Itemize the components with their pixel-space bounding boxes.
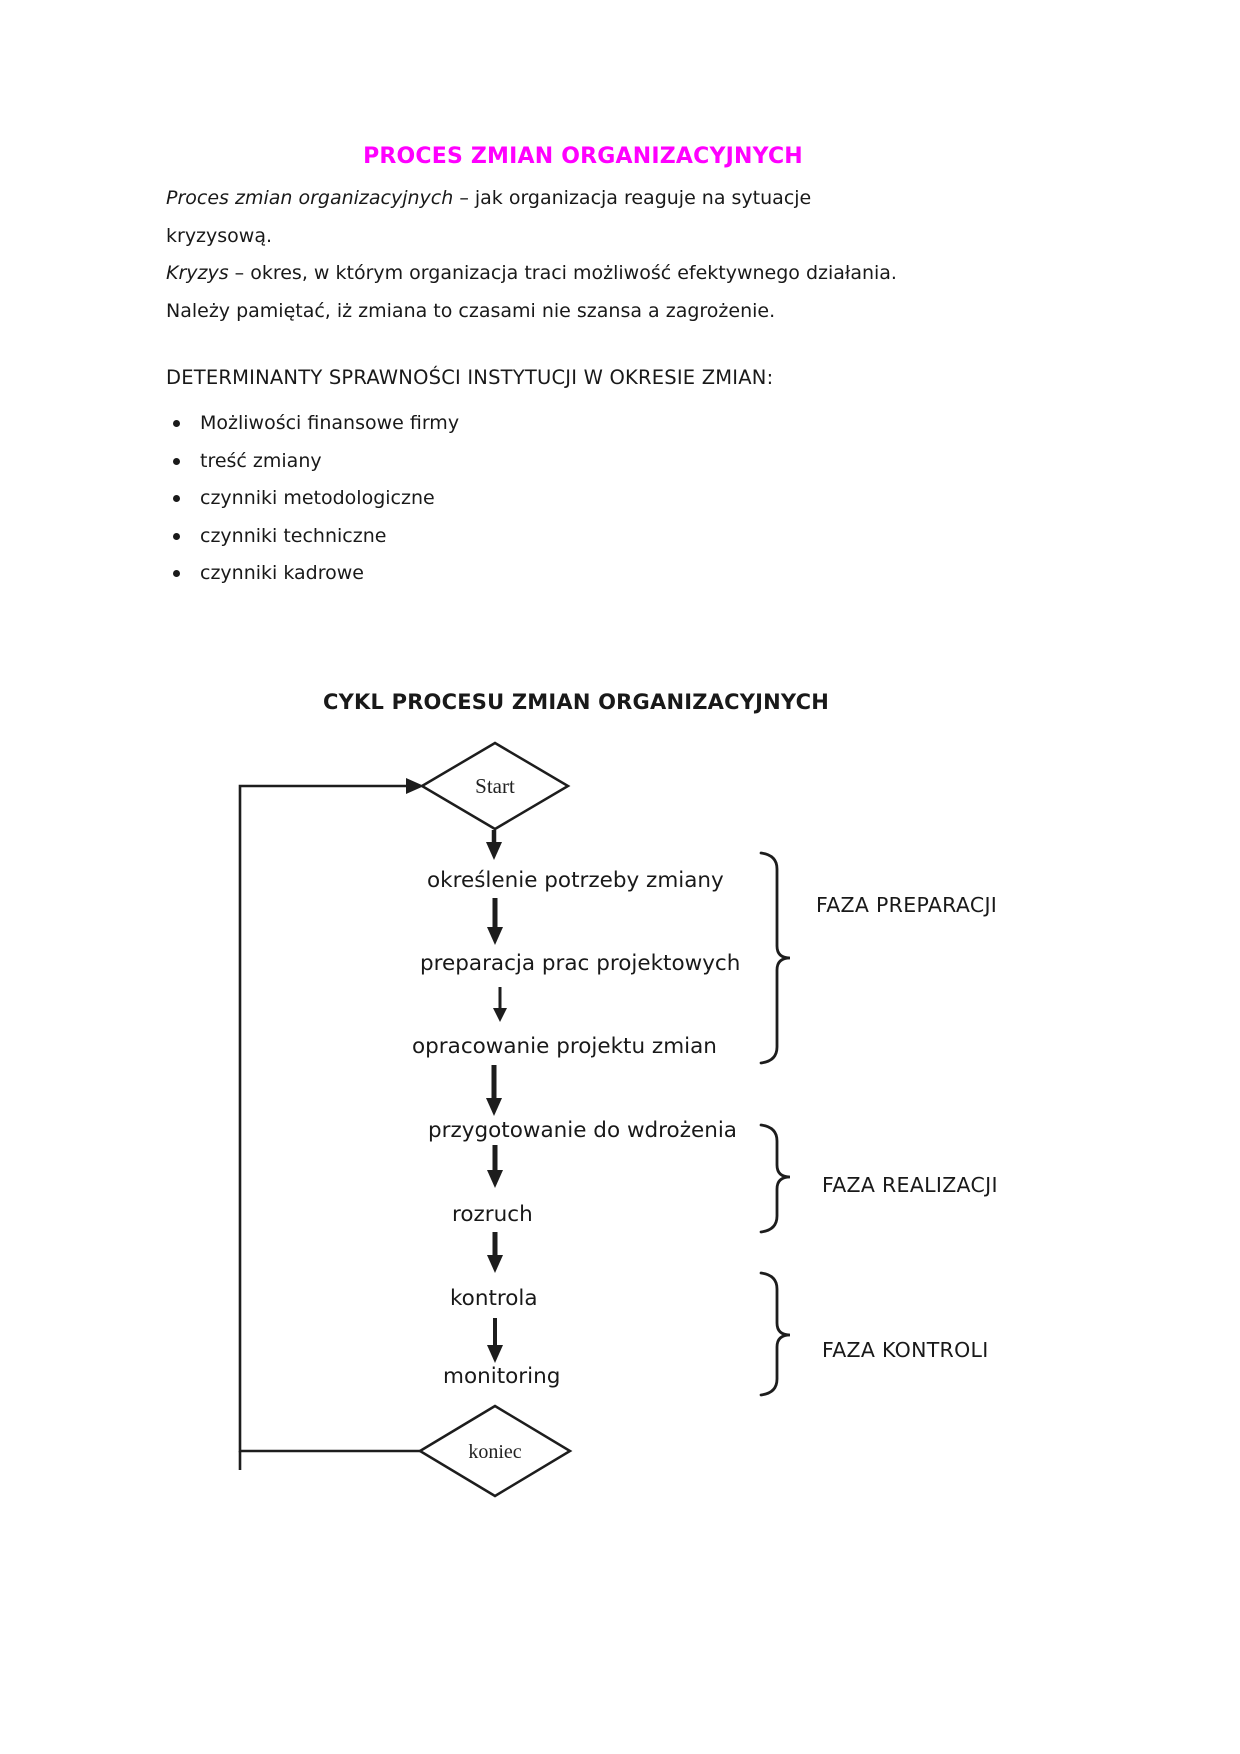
end-label: koniec [468,1441,521,1463]
intro-paragraphs: Proces zmian organizacyjnych – jak organ… [166,180,1096,330]
loop-line [238,784,420,1453]
flow-arrowhead-icon [493,1008,507,1022]
loop-arrowhead-icon [406,778,424,794]
intro-line-1: Proces zmian organizacyjnych – jak organ… [166,187,811,209]
start-label: Start [475,774,515,798]
flow-step-label: rozruch [452,1202,533,1227]
intro-term-proces: Proces zmian organizacyjnych [166,187,454,209]
list-item-label: czynniki kadrowe [200,562,364,585]
bullet-dot-icon [173,570,180,578]
flow-step-label: monitoring [443,1364,560,1389]
flow-arrows [486,830,507,1363]
phase-label: FAZA KONTROLI [822,1338,989,1362]
flow-step-label: przygotowanie do wdrożenia [428,1118,737,1143]
flow-arrowhead-icon [487,1170,503,1188]
flowchart: Start określenie potrzeby zmiany prepara… [238,741,998,1498]
list-item-label: czynniki metodologiczne [200,487,435,510]
flow-step-label: kontrola [450,1286,538,1311]
flow-step-label: opracowanie projektu zmian [412,1034,717,1059]
determinants-list: Możliwości finansowe firmy treść zmiany … [166,405,966,593]
flow-arrowhead-icon [486,842,502,860]
page-title: PROCES ZMIAN ORGANIZACYJNYCH [363,144,803,169]
list-item: czynniki techniczne [166,518,966,556]
phase-brace-3 [759,1271,791,1397]
bullet-dot-icon [173,495,180,503]
list-item: czynniki kadrowe [166,555,966,593]
flow-arrowhead-icon [487,1255,503,1273]
list-item-label: Możliwości finansowe firmy [200,412,460,434]
diagram-heading: CYKL PROCESU ZMIAN ORGANIZACYJNYCH [323,690,829,714]
intro-line-4: Należy pamiętać, iż zmiana to czasami ni… [166,299,776,322]
end-diamond [417,1404,573,1498]
intro-line-2: kryzysową. [166,224,273,247]
flow-step-label: preparacja prac projektowych [420,951,740,976]
list-item-label: treść zmiany [200,449,322,472]
list-item: treść zmiany [166,443,966,481]
flow-step-label: określenie potrzeby zmiany [427,868,724,893]
determinants-heading: DETERMINANTY SPRAWNOŚCI INSTYTUCJI W OKR… [166,366,774,389]
intro-term-kryzys: Kryzys [166,262,229,285]
list-item-label: czynniki techniczne [200,524,387,547]
list-item: Możliwości finansowe firmy [166,405,966,443]
intro-line-3: Kryzys – okres, w którym organizacja tra… [166,262,897,284]
start-diamond [419,741,571,831]
flow-arrowhead-icon [487,1345,503,1363]
list-item: czynniki metodologiczne [166,480,966,518]
intro-line-3-rest: – okres, w którym organizacja traci możl… [228,262,897,285]
phase-label: FAZA REALIZACJI [822,1173,998,1197]
bullet-dot-icon [173,457,180,465]
flow-arrowhead-icon [486,1098,502,1116]
bullet-dot-icon [173,420,180,427]
phase-label: FAZA PREPARACJI [816,893,997,917]
phase-brace-1 [759,851,791,1065]
flow-arrowhead-icon [487,927,503,945]
phase-brace-2 [759,1123,791,1234]
bullet-dot-icon [173,532,180,540]
intro-line-1-rest: – jak organizacja reaguje na sytuacje [453,187,812,209]
